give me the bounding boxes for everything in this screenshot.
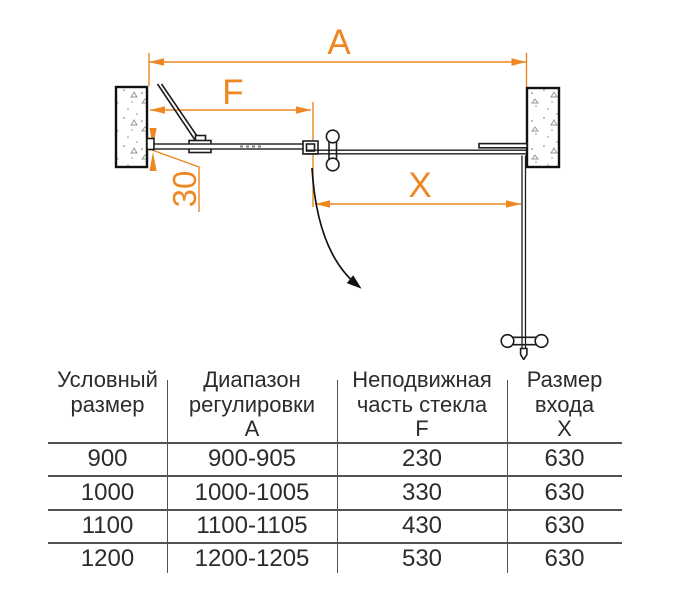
header-adjustment-range: Диапазон регулировки А xyxy=(167,366,337,442)
door-panel-open-vertical xyxy=(519,155,528,360)
dimension-a-label: A xyxy=(327,23,351,62)
spec-table: Условный размер Диапазон регулировки А Н… xyxy=(48,366,622,576)
header-line: входа xyxy=(534,391,595,417)
door-handle-top xyxy=(325,129,340,172)
wall-profile-left xyxy=(146,137,155,151)
wall-left xyxy=(114,85,149,169)
wall-right xyxy=(525,86,561,169)
installation-diagram: A F X 30 xyxy=(114,23,561,360)
table-cell: 630 xyxy=(544,512,585,539)
table-cell: 630 xyxy=(544,544,585,572)
table-cell: 900 xyxy=(87,445,128,472)
table-cell: 230 xyxy=(401,445,443,472)
table-cell: 1000-1005 xyxy=(194,478,310,506)
table-cell: 330 xyxy=(401,478,443,506)
header-line: Условный xyxy=(57,367,158,392)
table-cell: 1100-1105 xyxy=(196,512,308,539)
table-cell: 1200-1205 xyxy=(194,544,310,572)
dimension-a: A xyxy=(148,23,528,87)
header-nominal-size: Условный размер xyxy=(48,366,167,442)
table-row: 1100 1100-1105 430 630 xyxy=(48,511,622,542)
header-line: часть стекла xyxy=(356,391,488,417)
wall-profile-right xyxy=(478,142,528,149)
header-line: Неподвижная xyxy=(352,367,492,392)
header-line: F xyxy=(415,416,429,441)
header-line: Диапазон xyxy=(203,367,301,392)
dimension-f-label: F xyxy=(222,73,243,112)
row-divider xyxy=(48,509,622,511)
row-divider xyxy=(48,442,622,444)
table-cell: 630 xyxy=(544,478,585,506)
header-line: размер xyxy=(70,391,145,417)
row-divider xyxy=(48,542,622,544)
header-line: Размер xyxy=(526,367,603,392)
door-bottom-cap xyxy=(519,347,528,360)
table-row: 900 900-905 230 630 xyxy=(48,444,622,475)
header-line: регулировки xyxy=(188,391,316,417)
dimension-30-label: 30 xyxy=(166,171,203,208)
table-cell: 1000 xyxy=(80,478,135,506)
header-line: А xyxy=(244,416,260,441)
door-swing-arrow xyxy=(311,167,362,289)
door-panel-closed xyxy=(306,142,528,155)
fixed-glass-panel xyxy=(153,143,305,150)
table-cell: 630 xyxy=(544,445,585,472)
header-fixed-glass: Неподвижная часть стекла F xyxy=(337,366,507,442)
table-cell: 530 xyxy=(401,544,443,572)
door-open-panel xyxy=(156,83,200,141)
dimension-30: 30 xyxy=(149,128,203,212)
dimension-x-label: X xyxy=(408,166,431,205)
table-cell: 900-905 xyxy=(207,445,297,472)
table-row: 1200 1200-1205 530 630 xyxy=(48,544,622,574)
table-cell: 1100 xyxy=(81,512,134,539)
spec-table-header: Условный размер Диапазон регулировки А Н… xyxy=(48,366,622,442)
row-divider xyxy=(48,475,622,477)
header-entrance-size: Размер входа Х xyxy=(507,366,622,442)
dimension-f: F xyxy=(150,73,314,207)
table-row: 1000 1000-1005 330 630 xyxy=(48,477,622,509)
dimension-x: X xyxy=(315,166,521,208)
header-line: Х xyxy=(557,416,572,441)
table-cell: 1200 xyxy=(80,544,135,572)
table-cell: 430 xyxy=(401,512,443,539)
door-handle-bottom xyxy=(500,333,549,349)
glass-clamp xyxy=(302,140,319,155)
